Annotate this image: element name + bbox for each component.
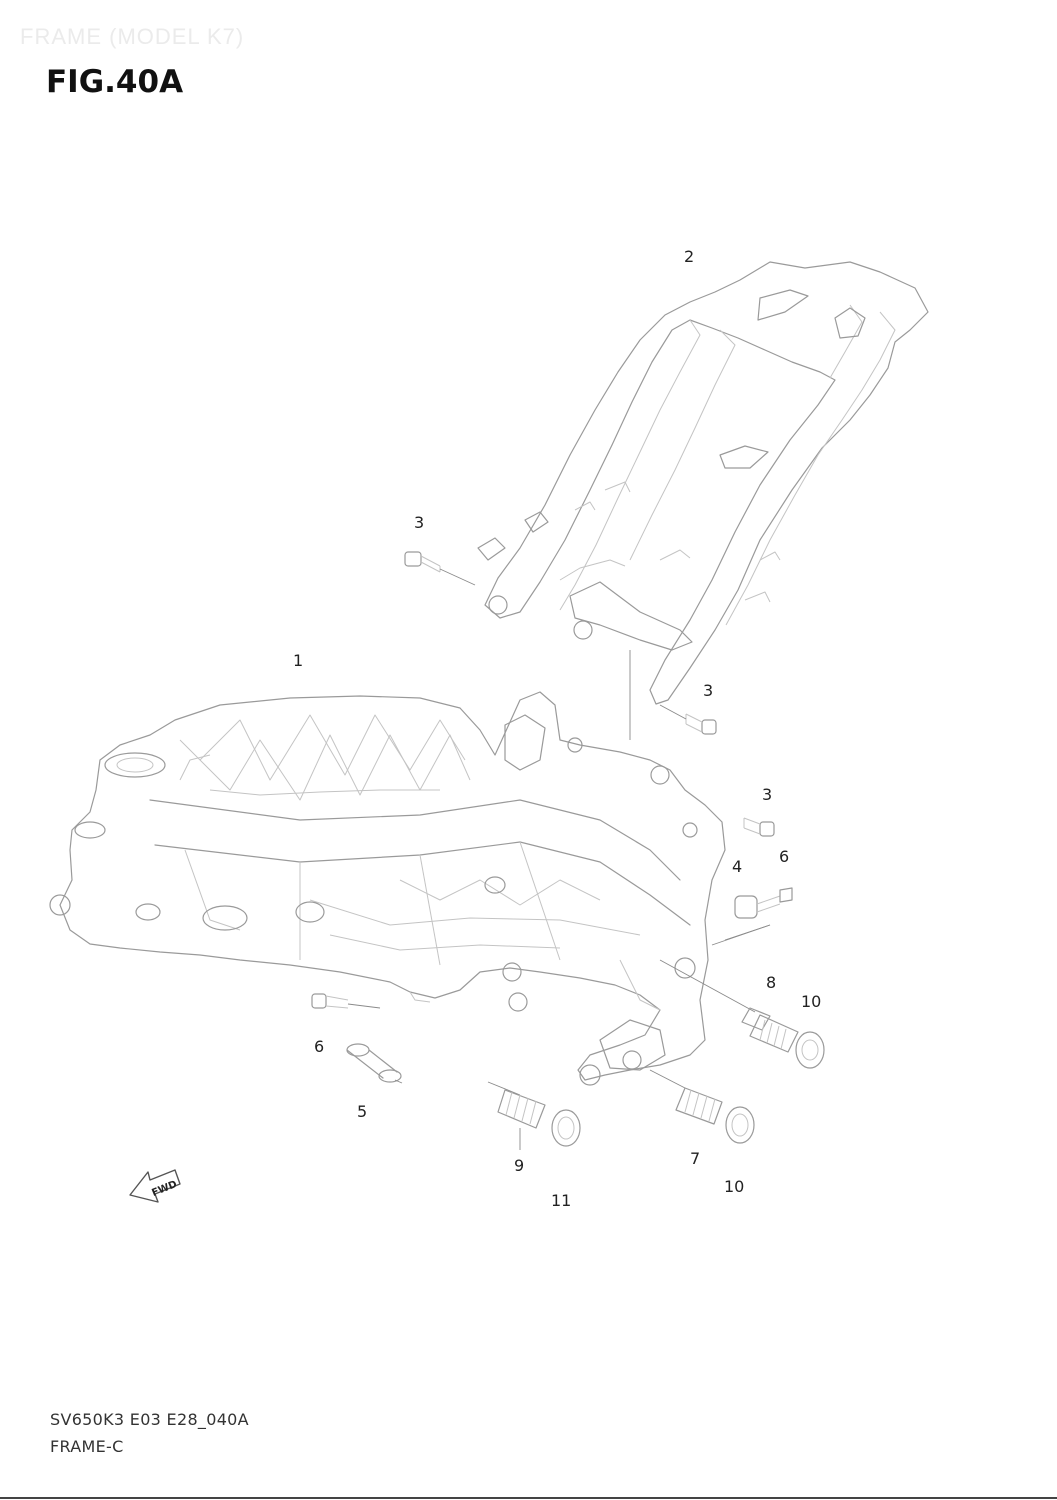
collar-4 [711, 887, 793, 946]
bush-9 [487, 1081, 546, 1150]
callout-10-right: 10 [801, 992, 821, 1011]
fwd-label: FWD [150, 1179, 178, 1199]
callout-7: 7 [690, 1149, 700, 1168]
nut-10-lower [725, 1106, 755, 1144]
figure-title: FIG.40A [46, 64, 184, 100]
callout-2: 2 [684, 247, 694, 266]
bush-7 [649, 1069, 723, 1125]
bolt-3-mid [659, 704, 717, 735]
bush-10-right [749, 1014, 825, 1069]
callout-3-upper: 3 [414, 513, 424, 532]
callout-6-right: 6 [779, 847, 789, 866]
callout-10-lower: 10 [724, 1177, 744, 1196]
bolt-3-upper [404, 551, 476, 586]
bolt-3-lower [743, 817, 775, 837]
callout-3-mid: 3 [703, 681, 713, 700]
bottom-border [0, 1497, 1057, 1499]
callout-6-left: 6 [314, 1037, 324, 1056]
callout-1: 1 [293, 651, 303, 670]
callout-5: 5 [357, 1102, 367, 1121]
callout-11: 11 [551, 1191, 571, 1210]
bolt-8 [659, 959, 771, 1031]
section-title: FRAME (MODEL K7) [20, 24, 245, 49]
fwd-arrow-icon: FWD [129, 1169, 181, 1203]
nut-11 [551, 1109, 581, 1147]
spacer-5 [346, 1043, 403, 1084]
seat-rail-frame [477, 261, 929, 705]
callout-4: 4 [732, 857, 742, 876]
leader-line [724, 924, 771, 941]
callout-8: 8 [766, 973, 776, 992]
main-frame [49, 691, 726, 1086]
drawing-name: FRAME-C [50, 1437, 124, 1456]
callout-3-lower: 3 [762, 785, 772, 804]
drawing-code: SV650K3 E03 E28_040A [50, 1410, 249, 1429]
callout-9: 9 [514, 1156, 524, 1175]
bolt-6-left [311, 993, 381, 1009]
